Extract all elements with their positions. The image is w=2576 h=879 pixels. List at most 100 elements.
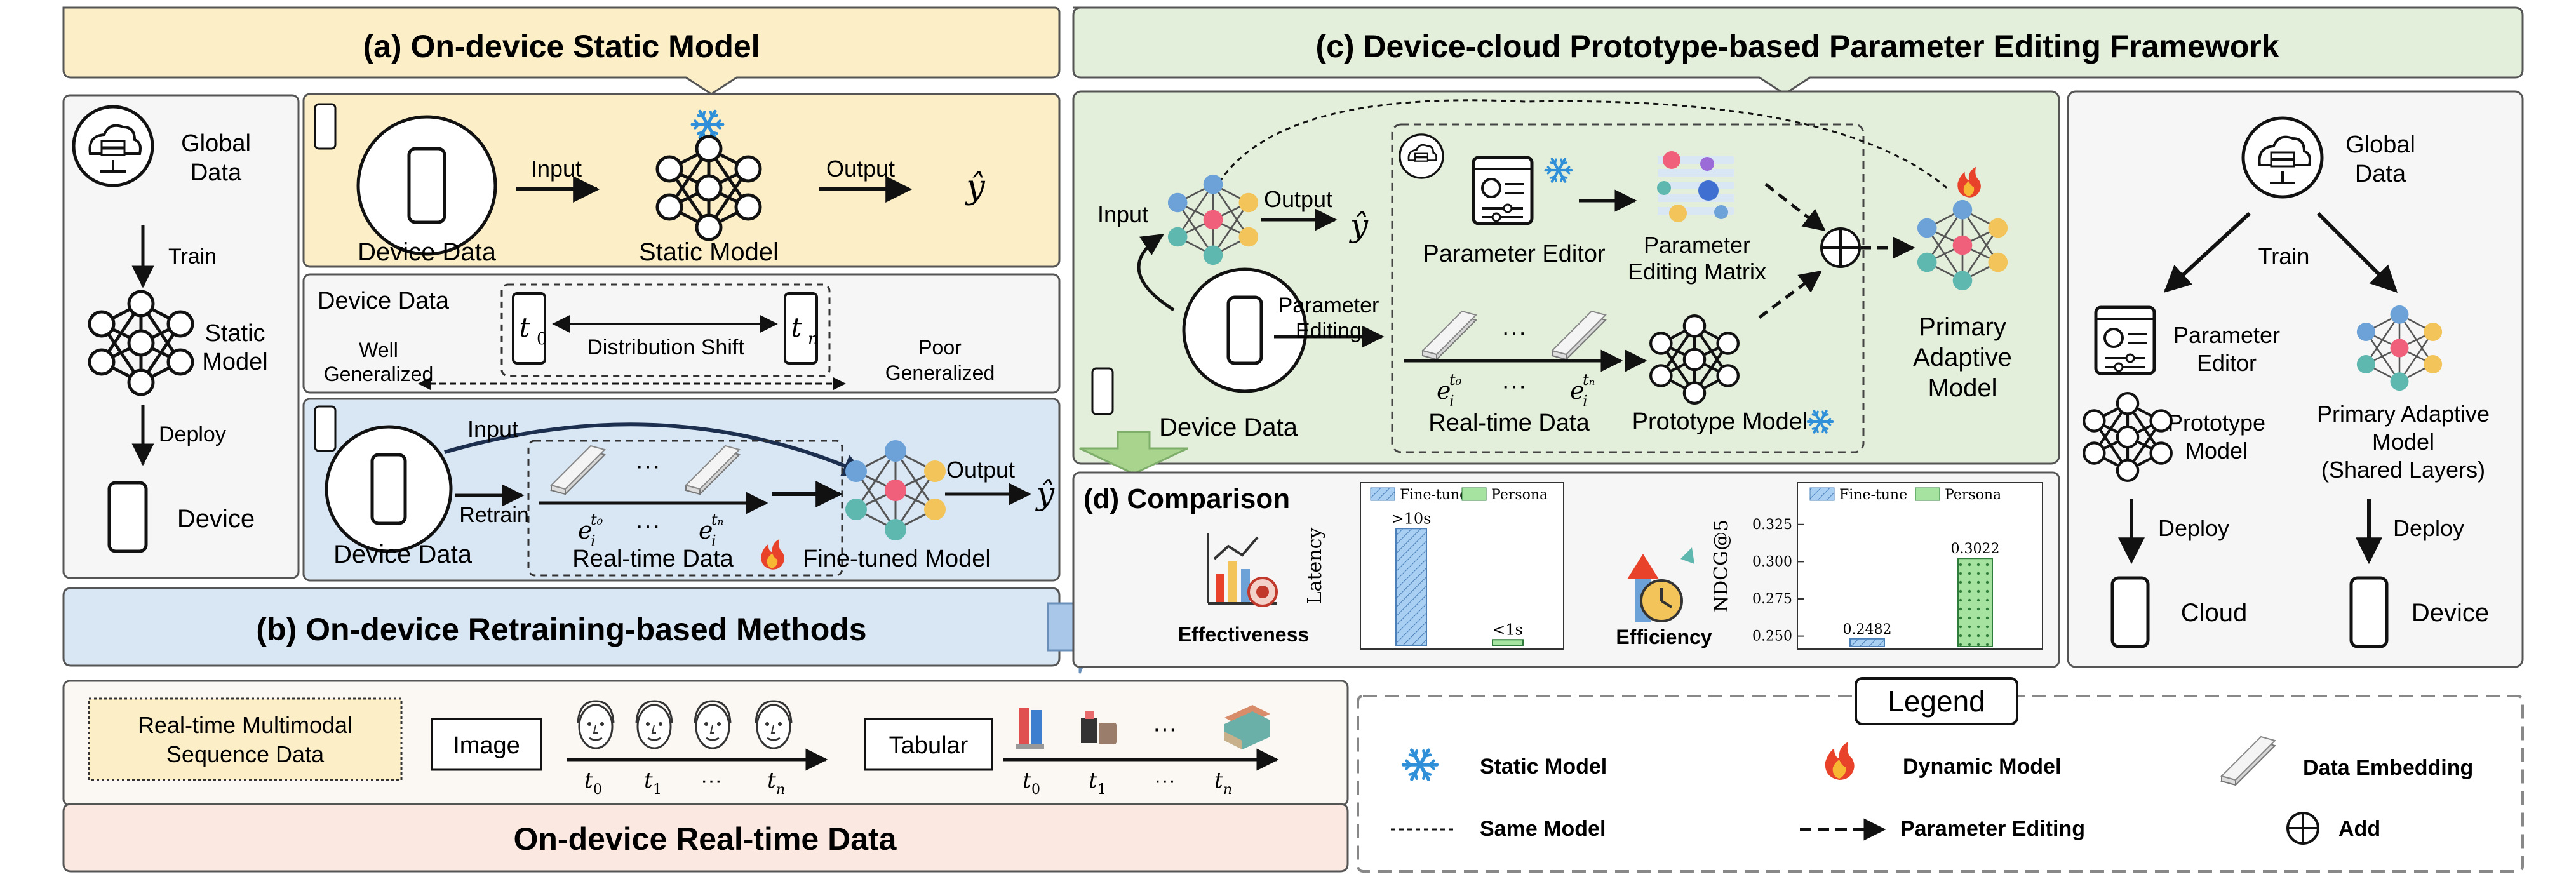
primary-adaptive-model-icon bbox=[1917, 199, 2008, 291]
primary-label-3: Model bbox=[1928, 374, 1997, 402]
cloud-label: Cloud bbox=[2181, 599, 2248, 627]
legend-embedding-icon bbox=[2220, 735, 2276, 786]
legend-snowflake-icon bbox=[1401, 748, 1439, 781]
primary-label-1: Primary bbox=[1919, 313, 2006, 341]
retrain-label: Retrain bbox=[459, 503, 529, 527]
panel-b-banner bbox=[62, 587, 1061, 667]
product-icons bbox=[1016, 705, 1270, 749]
c-embedding-icon-2 bbox=[1551, 310, 1607, 361]
cloud-server-icon bbox=[72, 105, 154, 187]
t0-subscript: 0 bbox=[537, 330, 547, 349]
img-tn-sub: n bbox=[776, 782, 785, 798]
add-operator-icon bbox=[1820, 227, 1861, 268]
ndcg-bar-persona bbox=[1957, 558, 1993, 647]
row3-input-curve bbox=[444, 422, 866, 476]
static-model-network-icon bbox=[88, 290, 194, 396]
multimodal-label-1: Real-time Multimodal bbox=[138, 712, 352, 738]
c-fire-icon bbox=[1957, 166, 1981, 198]
ndcg-legend-swatch-finetune bbox=[1809, 487, 1835, 501]
row1-device-data-label: Device Data bbox=[358, 238, 497, 266]
img-t1-sub: 1 bbox=[653, 782, 662, 798]
row1-output-label: Output bbox=[826, 156, 895, 182]
cups-icon bbox=[1081, 711, 1117, 744]
poor-label-2: Generalized bbox=[885, 361, 995, 384]
global-data-label-2: Data bbox=[191, 159, 242, 186]
latency-label-persona: <1s bbox=[1493, 621, 1523, 638]
panel-b: (b) On-device Retraining-based Methods bbox=[62, 580, 1100, 674]
latency-label-finetune: >10s bbox=[1392, 509, 1432, 527]
ndcg-ticks: 0.250 0.275 0.300 0.325 bbox=[1752, 517, 1804, 645]
panel-d: (d) Comparison Effectiveness Efficiency … bbox=[1072, 431, 2060, 668]
c-real-time-data-label: Real-time Data bbox=[1428, 410, 1590, 436]
panel-a-title-banner bbox=[62, 6, 1061, 95]
right-global-data-1: Global bbox=[2345, 131, 2415, 158]
legend-add-icon bbox=[2286, 812, 2319, 845]
tab-tn-sub: n bbox=[1223, 782, 1232, 798]
c-e0: e bbox=[1437, 377, 1451, 405]
face-icon-4 bbox=[755, 700, 793, 749]
img-t1: t bbox=[644, 768, 653, 793]
distribution-shift-row bbox=[302, 273, 1061, 394]
tn-label: t bbox=[791, 312, 802, 343]
right-primary-label-2: Model bbox=[2372, 429, 2434, 455]
image-modality-box bbox=[431, 718, 542, 771]
latency-legend-swatch-persona bbox=[1461, 487, 1487, 501]
well-label-1: Well bbox=[359, 339, 398, 361]
distribution-shift-box bbox=[500, 283, 831, 377]
row3-y-hat: ŷ bbox=[1035, 475, 1055, 512]
c-input-label: Input bbox=[1097, 201, 1148, 227]
device-phone-icon-right bbox=[2349, 576, 2389, 648]
c-input-arrow bbox=[1137, 233, 1175, 312]
matrix-to-add-arrow bbox=[1764, 183, 1826, 232]
row3-output-label: Output bbox=[946, 457, 1015, 483]
right-primary-label-1: Primary Adaptive bbox=[2317, 401, 2490, 427]
prototype-model-label: Prototype Model bbox=[1632, 408, 1808, 435]
img-dots: ··· bbox=[701, 768, 722, 793]
img-t0-sub: 0 bbox=[593, 782, 602, 798]
row3-real-time-data-label: Real-time Data bbox=[572, 546, 734, 572]
prototype-model-icon bbox=[1649, 314, 1740, 405]
well-label-2: Generalized bbox=[324, 363, 434, 386]
row1-small-phone-icon bbox=[314, 103, 337, 150]
editing-matrix-icon bbox=[1657, 151, 1734, 222]
comparison-title: (d) Comparison bbox=[1083, 483, 1290, 514]
matrix-label-1: Parameter bbox=[1644, 232, 1750, 258]
legend-static-model: Static Model bbox=[1480, 755, 1607, 779]
legend-title: Legend bbox=[1888, 685, 1985, 718]
c-output-label: Output bbox=[1264, 186, 1332, 212]
right-device-label: Device bbox=[2412, 599, 2489, 627]
c-dots-top: ··· bbox=[1501, 318, 1527, 346]
c-snowflake-icon-1 bbox=[1544, 158, 1573, 183]
framework-box bbox=[1072, 90, 2060, 465]
panel-c: (c) Device-cloud Prototype-based Paramet… bbox=[1072, 6, 2524, 668]
efficiency-clock-icon bbox=[1627, 547, 1694, 622]
tab-dots-bottom: ··· bbox=[1154, 768, 1176, 793]
face-icon-1 bbox=[577, 700, 615, 749]
c-e0-sub: i bbox=[1449, 393, 1454, 410]
device-label: Device bbox=[177, 505, 255, 533]
cloud-edit-box bbox=[1391, 123, 1865, 453]
legend-data-embedding: Data Embedding bbox=[2303, 756, 2473, 780]
latency-legend-persona: Persona bbox=[1491, 487, 1548, 503]
latency-plot-area bbox=[1360, 482, 1564, 650]
retraining-row bbox=[302, 398, 1061, 582]
row3-e0: e bbox=[578, 516, 593, 544]
c-y-hat: ŷ bbox=[1349, 207, 1369, 244]
matrix-label-2: Editing Matrix bbox=[1628, 258, 1766, 285]
row3-input-label: Input bbox=[467, 416, 518, 442]
train-right-arrow bbox=[2316, 211, 2398, 293]
panel-c-title: (c) Device-cloud Prototype-based Paramet… bbox=[1315, 29, 2279, 64]
parameter-editor-label: Parameter Editor bbox=[1423, 241, 1606, 267]
deploy-cloud-label: Deploy bbox=[2158, 515, 2229, 541]
data-embedding-icon-2 bbox=[685, 445, 741, 495]
image-label: Image bbox=[453, 732, 520, 759]
parameter-editing-label-2: Editing bbox=[1296, 319, 1362, 343]
right-parameter-editor-icon bbox=[2094, 305, 2156, 375]
tabular-label: Tabular bbox=[889, 732, 969, 759]
c-to-d-arrow bbox=[1079, 431, 1188, 475]
ndcg-tick-0: 0.250 bbox=[1752, 629, 1792, 645]
right-prototype-model-icon bbox=[2083, 392, 2173, 482]
row3-dots-bottom: ··· bbox=[635, 511, 661, 539]
right-prototype-label-2: Model bbox=[2185, 438, 2248, 464]
device-phone-icon bbox=[107, 481, 148, 553]
